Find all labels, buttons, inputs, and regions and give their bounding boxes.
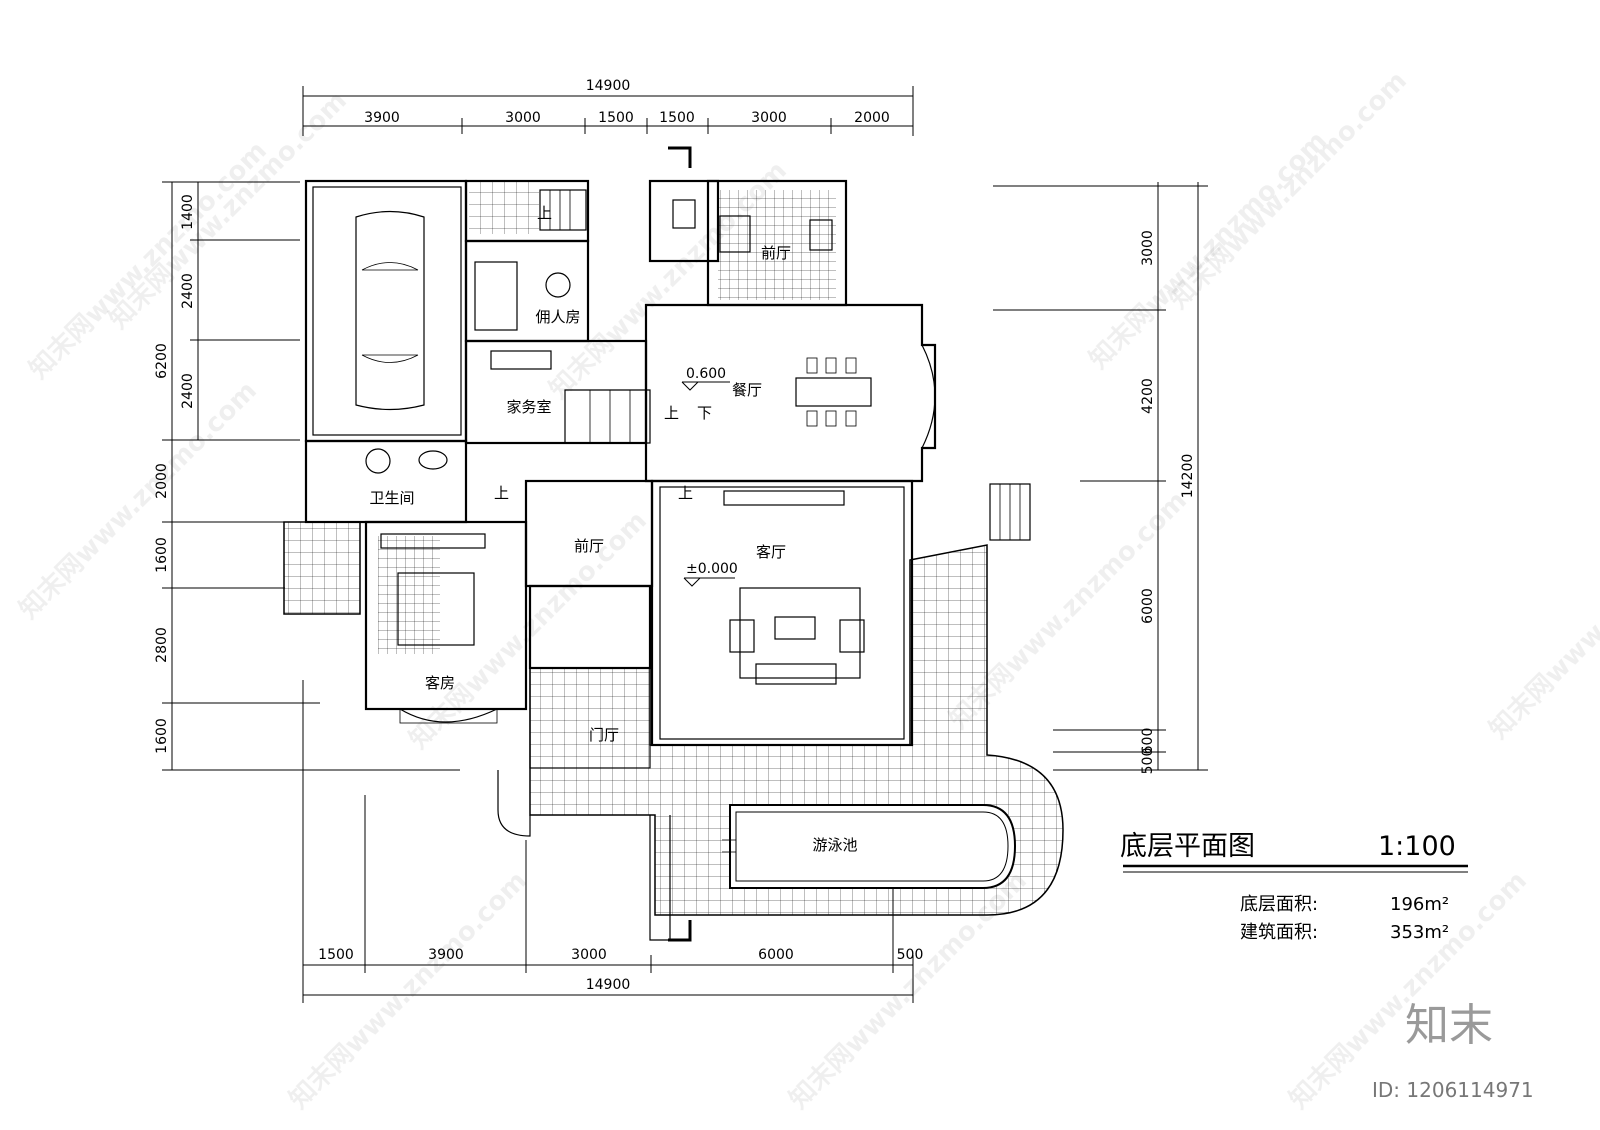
room-foyer-top: 前厅 (761, 244, 791, 262)
dim-bottom-1: 1500 (318, 947, 354, 963)
room-dining: 餐厅 (732, 381, 762, 399)
left-dimensions: 1400 2400 2400 6200 2000 1600 2800 1600 (154, 181, 460, 771)
dim-left-6: 1600 (154, 537, 170, 573)
swimming-pool (722, 804, 1017, 889)
dim-left-4: 6200 (154, 343, 170, 379)
living-level: ±0.000 (686, 561, 738, 577)
title-block: 底层平面图 1:100 底层面积: 196m² 建筑面积: 353m² (1120, 831, 1468, 943)
dim-left-8: 1600 (154, 718, 170, 754)
top-dimensions: 14900 3900 3000 1500 1500 3000 2000 (302, 78, 914, 136)
stair-up-label: 上 (537, 204, 552, 222)
room-guest: 客房 (425, 674, 455, 692)
dim-right-4: 6000 (1140, 588, 1156, 624)
room-bath: 卫生间 (369, 489, 414, 507)
dim-bottom-2: 3900 (428, 947, 464, 963)
dim-bottom-3: 3000 (571, 947, 607, 963)
dim-top-1: 3900 (364, 110, 400, 126)
dim-top-5: 3000 (751, 110, 787, 126)
dim-top-6: 2000 (854, 110, 890, 126)
dim-left-7: 2800 (154, 627, 170, 663)
brand-watermark: 知末 ID: 1206114971 (1372, 1000, 1534, 1102)
dim-bottom-4: 6000 (758, 947, 794, 963)
stair-up-label: 上 (664, 404, 679, 422)
walls (304, 146, 1031, 942)
room-foyer: 前厅 (574, 537, 604, 555)
dim-right-5: 500 (1140, 748, 1156, 775)
bottom-dimensions: 1500 3900 3000 6000 500 14900 (302, 680, 924, 1003)
dim-left-1: 1400 (180, 194, 196, 230)
build-area-value: 353m² (1390, 922, 1449, 943)
right-dimensions: 3000 4200 14200 6000 500 600 (993, 182, 1208, 774)
watermark-text: 知末网www.znzmo.com (104, 86, 353, 335)
room-housework: 家务室 (506, 398, 551, 416)
room-pool: 游泳池 (812, 836, 857, 854)
floor-area-label: 底层面积: (1240, 894, 1318, 915)
dining-level: 0.600 (686, 366, 726, 382)
stair-up-label: 上 (678, 484, 693, 502)
dim-top-3: 1500 (598, 110, 634, 126)
build-area-label: 建筑面积: (1240, 922, 1318, 943)
stair-labels: 上 上 下 上 上 (494, 204, 712, 502)
dim-bottom-total: 14900 (586, 977, 631, 993)
stair-down-label: 下 (697, 404, 712, 422)
dim-right-3: 14200 (1180, 454, 1196, 499)
brand-logo: 知末 (1405, 1000, 1493, 1051)
watermark-text: 知末网www.znzmo.com (1484, 496, 1600, 745)
floor-area-value: 196m² (1390, 894, 1449, 915)
dim-right-1: 3000 (1140, 230, 1156, 266)
watermark-text: 知末网www.znzmo.com (24, 136, 273, 385)
dim-left-2: 2400 (180, 273, 196, 309)
room-living: 客厅 (756, 543, 786, 561)
dim-left-3: 2400 (180, 373, 196, 409)
dim-top-4: 1500 (659, 110, 695, 126)
drawing-scale: 1:100 (1378, 831, 1456, 862)
room-labels: 前厅 佣人房 家务室 餐厅 卫生间 前厅 客厅 客房 门厅 游泳池 (369, 244, 857, 854)
stair-up-label: 上 (494, 484, 509, 502)
watermark-text: 知末网www.znzmo.com (1164, 66, 1413, 315)
room-servant: 佣人房 (535, 308, 580, 326)
image-id: ID: 1206114971 (1372, 1078, 1534, 1102)
furniture (365, 199, 872, 685)
dim-right-2: 4200 (1140, 378, 1156, 414)
dim-bottom-5: 500 (897, 947, 924, 963)
drawing-title: 底层平面图 (1120, 831, 1255, 862)
watermark-text: 知末网www.znzmo.com (284, 866, 533, 1115)
dim-right-6: 600 (1140, 728, 1156, 755)
dim-left-5: 2000 (154, 463, 170, 499)
room-entrance: 门厅 (589, 726, 619, 744)
dim-top-2: 3000 (505, 110, 541, 126)
dim-top-total: 14900 (586, 78, 631, 94)
level-marks: 0.600 ±0.000 (681, 366, 738, 587)
